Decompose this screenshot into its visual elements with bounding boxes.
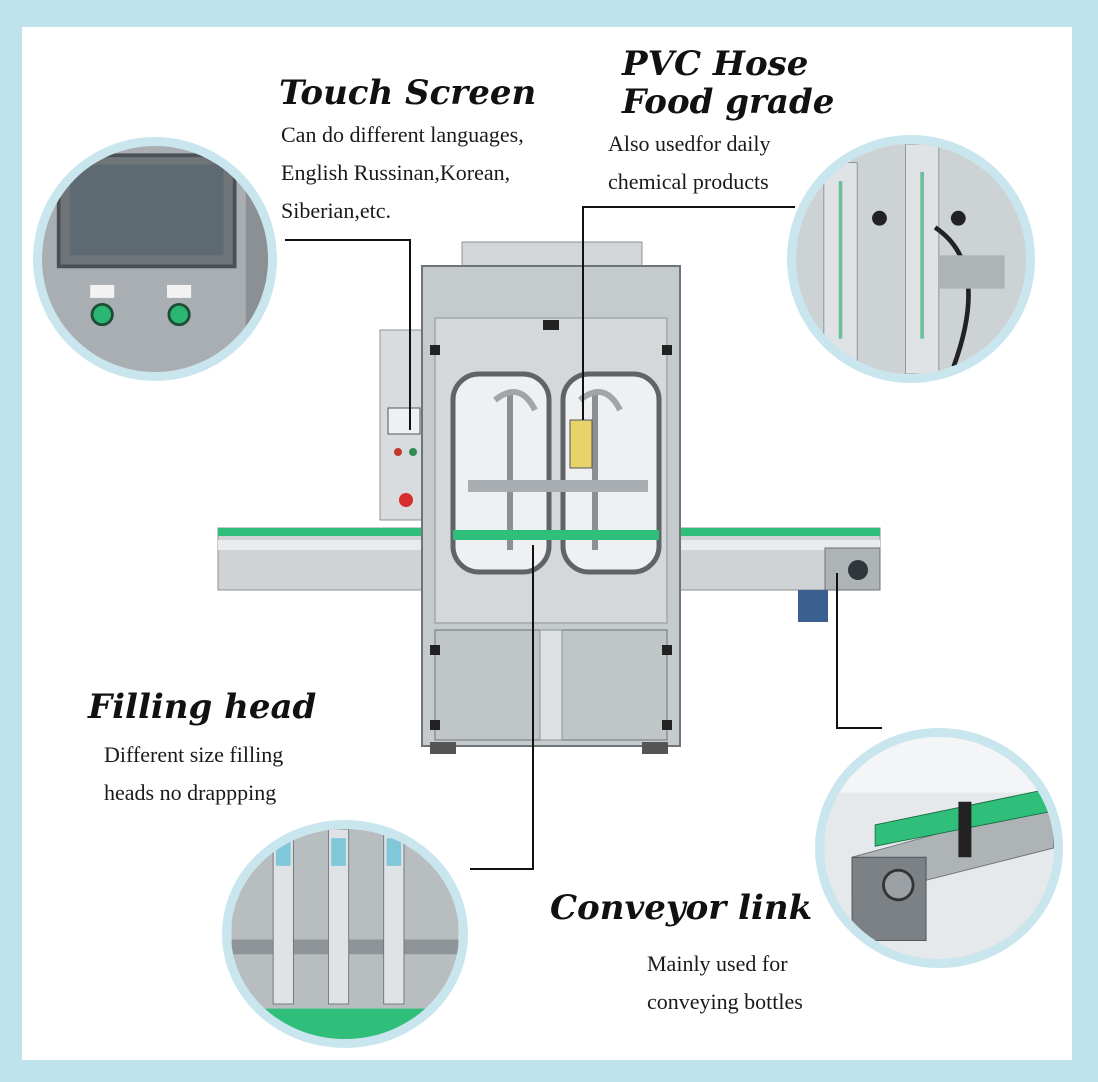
pvc-hose-detail-circle (787, 135, 1035, 383)
touch-screen-desc-line: Siberian,etc. (281, 198, 391, 223)
touch-screen-title: Touch Screen (279, 73, 537, 113)
conveyor-link-title: Conveyor link (550, 888, 813, 928)
pvc-hose-desc-line: Also usedfor daily (608, 131, 771, 156)
touch-screen-detail-circle (33, 137, 277, 381)
pvc-hose-title-line-2: Food grade (622, 82, 835, 122)
filling-head-title: Filling head (88, 687, 317, 727)
touch-screen-desc-line: Can do different languages, (281, 122, 524, 147)
filling-head-description: Different size filling heads no drapppin… (104, 736, 283, 812)
filling-head-detail-circle (222, 820, 468, 1048)
pvc-hose-description: Also usedfor daily chemical products (608, 125, 771, 201)
touch-screen-description: Can do different languages, English Russ… (281, 116, 524, 230)
conveyor-link-desc-line: Mainly used for (647, 951, 788, 976)
filling-head-desc-line: heads no drappping (104, 780, 277, 805)
pvc-hose-desc-line: chemical products (608, 169, 769, 194)
filling-head-desc-line: Different size filling (104, 742, 284, 767)
conveyor-link-detail-circle (815, 728, 1063, 968)
touch-screen-desc-line: English Russinan,Korean, (281, 160, 511, 185)
conveyor-link-description: Mainly used for conveying bottles (647, 945, 803, 1021)
pvc-hose-title-line-1: PVC Hose (622, 44, 809, 84)
conveyor-link-desc-line: conveying bottles (647, 989, 803, 1014)
